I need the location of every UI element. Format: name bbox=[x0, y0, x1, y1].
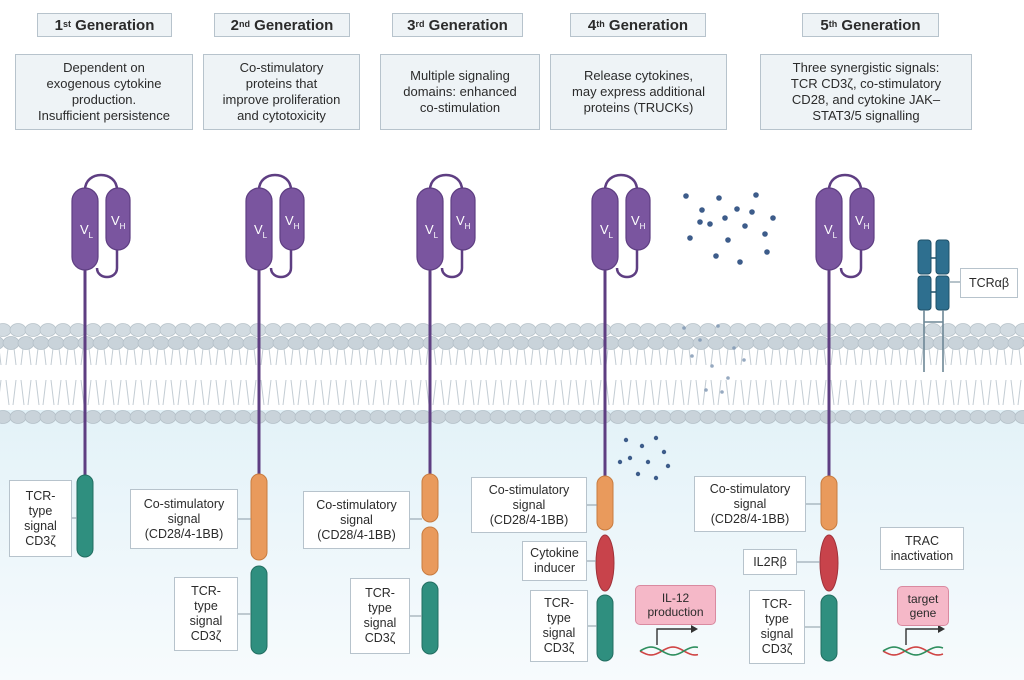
dna-strands bbox=[639, 625, 945, 656]
gen1-vh-domain bbox=[105, 187, 131, 251]
label-connectors bbox=[72, 503, 821, 628]
gen2-costim-domain bbox=[250, 473, 268, 561]
tcr-alpha-lower bbox=[917, 275, 932, 311]
cytokine-particles bbox=[617, 192, 776, 481]
gen3-costim-domain-2 bbox=[421, 526, 439, 576]
gen4-vh-domain bbox=[625, 187, 651, 251]
gen5-vl-domain bbox=[815, 187, 843, 271]
gen5-il2rb-domain bbox=[819, 534, 839, 592]
il12-promoter-arrow bbox=[656, 625, 698, 645]
gen2-cd3z-domain bbox=[250, 565, 268, 655]
tcr-alpha-beta-receptor bbox=[917, 239, 960, 372]
il12-dna-helix bbox=[639, 646, 699, 656]
gen4-vl-domain bbox=[591, 187, 619, 271]
gen1-vl-domain bbox=[71, 187, 99, 271]
tcrab-label: TCRαβ bbox=[960, 268, 1018, 298]
tcr-beta-lower bbox=[935, 275, 950, 311]
gen1-cd3z-domain bbox=[76, 474, 94, 558]
cell-membrane bbox=[0, 323, 1024, 424]
gen3-costim-domain-1 bbox=[421, 473, 439, 523]
gen3-vl-domain bbox=[416, 187, 444, 271]
gen4-cytokine-inducer-domain bbox=[595, 534, 615, 592]
gen5-costim-domain bbox=[820, 475, 838, 531]
generation-5-description: Three synergistic signals:TCR CD3ζ, co-s… bbox=[760, 54, 972, 130]
gen2-vl-domain bbox=[245, 187, 273, 271]
target-gene-promoter-arrow bbox=[905, 625, 945, 645]
gen3-cd3z-domain bbox=[421, 581, 439, 655]
gen5-vh-domain bbox=[849, 187, 875, 251]
tcr-beta-upper bbox=[935, 239, 950, 275]
tcr-alpha-upper bbox=[917, 239, 932, 275]
gen2-vh-domain bbox=[279, 187, 305, 251]
gen4-cd3z-domain bbox=[596, 594, 614, 662]
target-gene-dna-helix bbox=[882, 646, 944, 656]
gen5-cd3z-domain bbox=[820, 594, 838, 662]
generation-4-description: Release cytokines,may express additional… bbox=[550, 54, 727, 130]
il2rb-label: IL2Rβ bbox=[743, 549, 797, 575]
gen4-costim-domain bbox=[596, 475, 614, 531]
gen3-vh-domain bbox=[450, 187, 476, 251]
